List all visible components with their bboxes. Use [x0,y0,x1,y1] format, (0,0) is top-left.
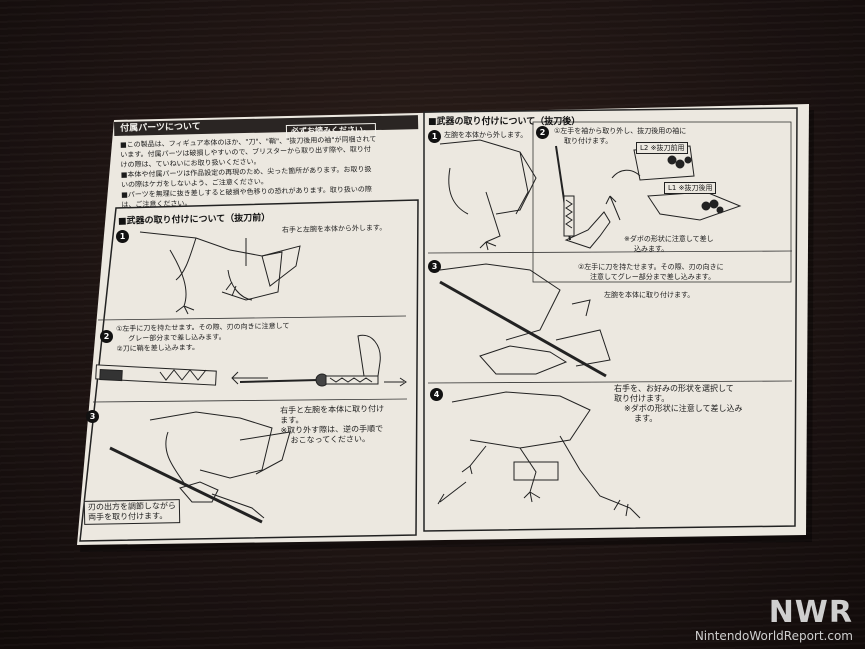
right-step2-note1-line: ※ダボの形状に注意して差し [624,235,714,243]
right-step2-note2: ②左手に刀を持たせます。その際、刃の向きに 注意してグレー部分まで差し込みます。 [578,262,724,282]
left-step1-number: 1 [116,230,129,243]
intro-notes: ■この製品は、フィギュア本体のほか、"刀"、"鞘"、"抜刀後用の袖"が同梱されて… [120,134,378,210]
left-step3-text: 右手と左腕を本体に取り付け ます。 ※取り外す際は、逆の手順で おこなってくださ… [280,404,385,446]
site-watermark: NWR NintendoWorldReport.com [694,595,853,644]
right-step3-number: 3 [428,260,441,273]
right-step2-number: 2 [536,126,549,139]
right-section-title: ■武器の取り付けについて（抜刀後） [428,117,581,127]
right-step4-text: 右手を、お好みの形状を選択して 取り付けます。 ※ダボの形状に注意して差し込み … [614,384,742,424]
right-step2-line: 取り付けます。 [564,137,613,145]
illustration-left-step1 [139,231,301,315]
right-step2-note2-line: ②左手に刀を持たせます。その際、刃の向きに [578,263,724,271]
left-step2-number: 2 [100,330,113,343]
illustration-right-step3 [439,263,611,378]
illustration-left-step2 [95,334,407,387]
right-section-frame [423,107,798,532]
paper-sheet [77,104,809,545]
left-step2-text: ①左手に刀を持たせます。その際、刃の向きに注意して グレー部分まで差し込みます。… [116,321,290,354]
left-step3-number: 3 [86,410,99,423]
tag-l2: L2 ※抜刀前用 [636,142,689,154]
right-step2-note1-line: 込みます。 [634,245,669,253]
right-step1-number: 1 [428,130,441,143]
left-section-frame [79,199,419,542]
parts-header-title: 付属パーツについて [120,122,201,134]
right-step4-line: 右手を、お好みの形状を選択して [614,384,734,393]
right-step2-text: ①左手を袖から取り外し、抜刀後用の袖に 取り付けます。 [554,126,686,146]
right-step2-note1: ※ダボの形状に注意して差し 込みます。 [624,234,714,254]
right-step4-line: ※ダボの形状に注意して差し込み [624,404,743,413]
nwr-logo: NWR [768,595,853,630]
illustration-right-step2 [555,145,742,249]
left-step3-note-line: 両手を取り付けます。 [88,511,168,522]
right-step3-text: 左腕を本体に取り付けます。 [604,291,695,299]
left-step3-note-box: 刃の出方を調節しながら 両手を取り付けます。 [83,499,181,525]
illustration-right-step4 [437,391,641,519]
site-url: NintendoWorldReport.com [694,629,853,643]
right-step4-line: ます。 [634,414,658,423]
right-step1-text: 左腕を本体から外します。 [444,131,528,139]
right-step2-note2-line: 注意してグレー部分まで差し込みます。 [590,273,716,281]
right-step4-number: 4 [430,388,443,401]
tag-l1: L1 ※抜刀後用 [664,182,717,194]
right-step2-line: ①左手を袖から取り外し、抜刀後用の袖に [554,127,687,135]
illustration-right-step1 [439,139,537,251]
illustration-left-step3 [109,411,291,524]
right-step4-line: 取り付けます。 [614,394,670,403]
left-step3-line: おこなってください。 [290,434,371,445]
